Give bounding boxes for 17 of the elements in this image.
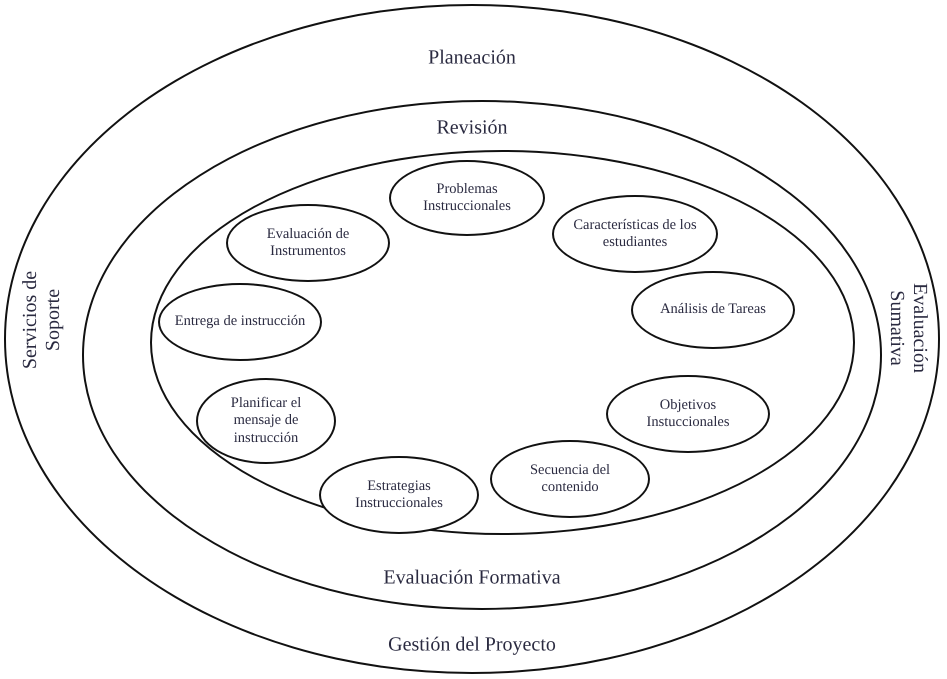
step-label: Planificar el mensaje de instrucción [230, 394, 302, 448]
step-label: Análisis de Tareas [659, 301, 767, 319]
step-label: Entrega de instrucción [174, 313, 306, 331]
ring-label: Servicios de Soporte [19, 270, 65, 372]
ring-label: Evaluación Sumativa [885, 282, 931, 375]
ring-label: Evaluación Formativa [383, 566, 561, 590]
ring-label: Revisión [436, 116, 508, 140]
ring-label: Planeación [428, 46, 516, 70]
ellipse-ring [82, 100, 882, 610]
step-label: Evaluación de Instrumentos [266, 226, 350, 260]
step-label: Objetivos Instuccionales [646, 396, 730, 432]
ring-label: Gestión del Proyecto [388, 634, 556, 656]
step-label: Problemas Instruccionales [422, 180, 512, 216]
step-label: Características de los estudiantes [572, 216, 698, 252]
step-label: Estrategias Instruccionales [354, 478, 444, 512]
step-label: Secuencia del contenido [528, 462, 612, 496]
ellipse-ring [4, 4, 940, 674]
